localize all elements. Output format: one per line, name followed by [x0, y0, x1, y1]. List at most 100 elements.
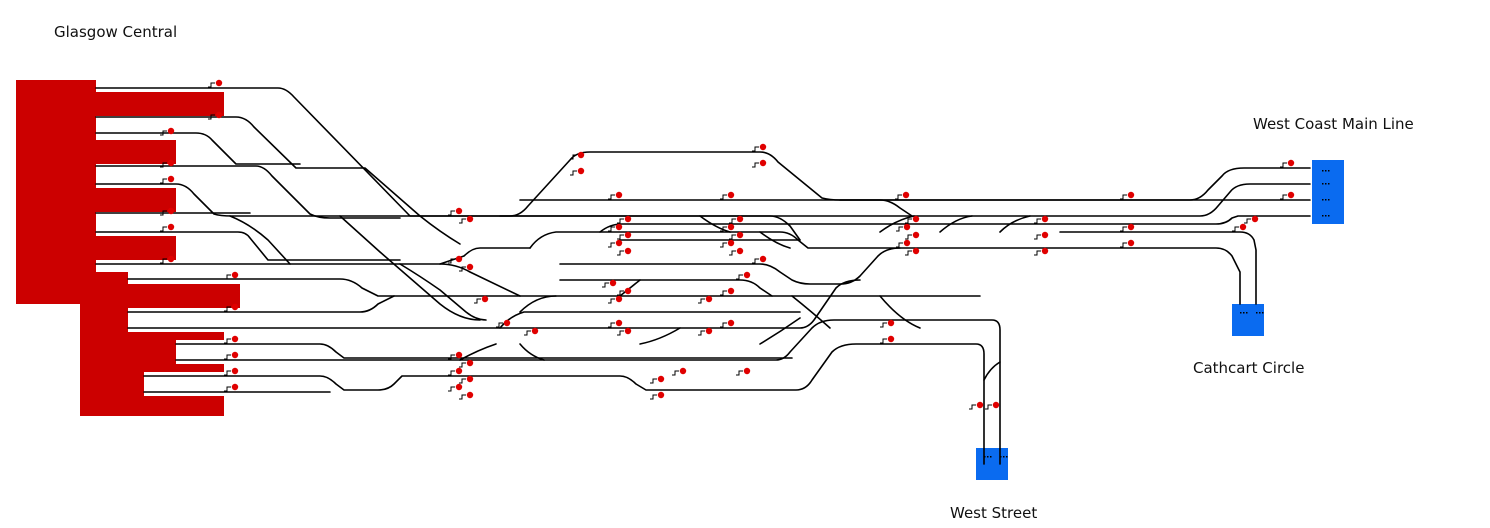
signal-post	[160, 258, 167, 264]
signal-light	[1239, 223, 1247, 231]
signal-light	[736, 231, 744, 239]
signal-light	[624, 327, 632, 335]
track-segment	[229, 215, 291, 265]
signal-light	[727, 191, 735, 199]
track-segment	[559, 247, 901, 285]
signal-light	[743, 367, 751, 375]
signal-markers	[160, 79, 1295, 410]
signal-light	[215, 111, 223, 119]
signal-post	[729, 234, 736, 240]
signal-post	[496, 322, 503, 328]
signal-post	[1120, 226, 1127, 232]
glasgow-central-label: Glasgow Central	[54, 23, 178, 41]
signal-light	[743, 271, 751, 279]
signal-light	[577, 151, 585, 159]
track-segment	[939, 215, 973, 233]
signal-post	[672, 370, 679, 376]
exit-block	[976, 448, 1008, 480]
signal-post	[608, 242, 615, 248]
signal-light	[624, 215, 632, 223]
platform-block	[128, 340, 176, 364]
signal-light	[215, 79, 223, 87]
signal-post	[720, 194, 727, 200]
signal-post	[448, 354, 455, 360]
track-segment	[95, 132, 301, 165]
exit-blocks	[976, 160, 1344, 480]
exit-block	[1232, 304, 1264, 336]
signal-light	[1127, 223, 1135, 231]
signal-post	[617, 250, 624, 256]
track-segment	[95, 183, 801, 241]
signal-post	[736, 274, 743, 280]
signal-post	[459, 378, 466, 384]
signal-light	[615, 191, 623, 199]
signal-post	[1244, 218, 1251, 224]
exit-block	[1312, 160, 1344, 224]
track-segment	[127, 278, 981, 297]
signal-light	[466, 375, 474, 383]
track-segment	[559, 279, 773, 297]
signal-light	[455, 367, 463, 375]
track-segment	[419, 215, 461, 245]
signal-post	[160, 130, 167, 136]
signal-light	[455, 351, 463, 359]
signal-light	[609, 279, 617, 287]
signal-post	[905, 234, 912, 240]
signal-post	[448, 370, 455, 376]
signal-post	[1034, 234, 1041, 240]
signal-light	[455, 207, 463, 215]
signal-post	[459, 218, 466, 224]
signal-post	[896, 226, 903, 232]
signal-post	[570, 170, 577, 176]
signal-light	[231, 383, 239, 391]
signal-light	[466, 263, 474, 271]
signal-light	[1041, 247, 1049, 255]
signal-post	[650, 394, 657, 400]
signal-post	[617, 330, 624, 336]
exit-buffer-mark	[1003, 456, 1005, 458]
track-segment	[499, 311, 801, 329]
signal-post	[224, 338, 231, 344]
signal-post	[570, 154, 577, 160]
signal-light	[759, 255, 767, 263]
signal-light	[231, 335, 239, 343]
signal-post	[698, 330, 705, 336]
signal-light	[167, 175, 175, 183]
track-segment	[95, 231, 401, 261]
signal-post	[224, 354, 231, 360]
signal-post	[880, 322, 887, 328]
signal-light	[1287, 159, 1295, 167]
signal-light	[167, 127, 175, 135]
signal-post	[160, 210, 167, 216]
signal-post	[602, 282, 609, 288]
exit-buffer-mark	[1243, 312, 1245, 314]
signal-post	[459, 362, 466, 368]
track-segment	[459, 343, 497, 361]
signal-post	[720, 242, 727, 248]
signal-light	[759, 143, 767, 151]
track-segment	[999, 215, 1031, 233]
signal-light	[503, 319, 511, 327]
signal-post	[459, 266, 466, 272]
signal-post	[1034, 218, 1041, 224]
signal-light	[912, 215, 920, 223]
signal-post	[752, 146, 759, 152]
signal-post	[160, 162, 167, 168]
track-segment	[127, 279, 861, 329]
exit-buffer-mark	[1328, 199, 1330, 201]
signal-light	[976, 401, 984, 409]
signal-post	[224, 274, 231, 280]
exit-buffer-mark	[1256, 312, 1258, 314]
track-segment	[759, 231, 791, 249]
track-segment	[983, 361, 1001, 381]
signal-post	[1232, 226, 1239, 232]
signal-post	[1280, 194, 1287, 200]
signal-post	[905, 250, 912, 256]
exit-buffer-mark	[1328, 183, 1330, 185]
signal-post	[1280, 162, 1287, 168]
signal-post	[752, 258, 759, 264]
signal-light	[577, 167, 585, 175]
platform-block	[128, 364, 224, 372]
signal-light	[705, 295, 713, 303]
signal-light	[902, 191, 910, 199]
